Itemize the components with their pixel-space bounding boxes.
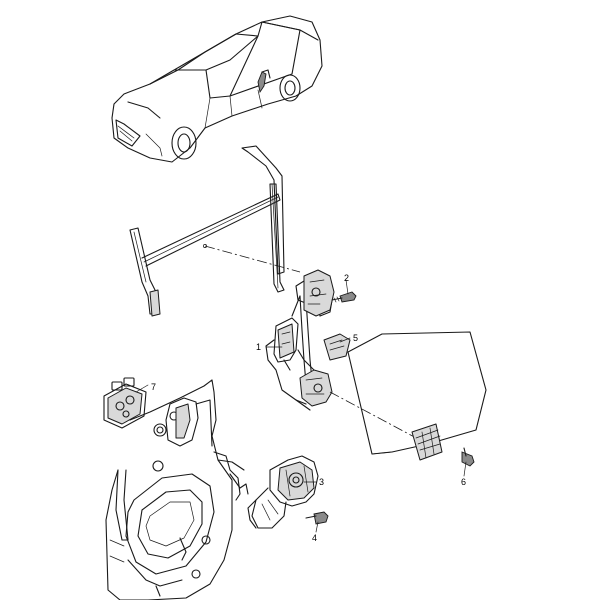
- callout-5: 5: [353, 333, 358, 343]
- door-inner-panel: [105, 379, 249, 600]
- assembly-line-glass: [329, 391, 421, 441]
- callout-4: 4: [312, 533, 317, 543]
- assembly-line-rail: [204, 245, 301, 273]
- car-thumbnail: [111, 15, 323, 163]
- callout-6: 6: [461, 477, 466, 487]
- window-motor: [247, 455, 319, 529]
- screw-part-2: [331, 291, 357, 303]
- switch-part-7: [103, 377, 147, 429]
- glass-channel-bracket: [411, 423, 443, 461]
- clip-part-5: [323, 333, 351, 361]
- callout-1: 1: [256, 342, 261, 352]
- window-regulator: [265, 269, 335, 411]
- callout-2: 2: [344, 273, 349, 283]
- callout-7: 7: [151, 382, 156, 392]
- leader-lines: [135, 279, 467, 533]
- screw-part-4: [305, 511, 329, 525]
- callout-3: 3: [319, 477, 324, 487]
- screw-part-6: [461, 447, 475, 467]
- window-guide-rail: [129, 145, 285, 317]
- door-glass: [347, 331, 487, 455]
